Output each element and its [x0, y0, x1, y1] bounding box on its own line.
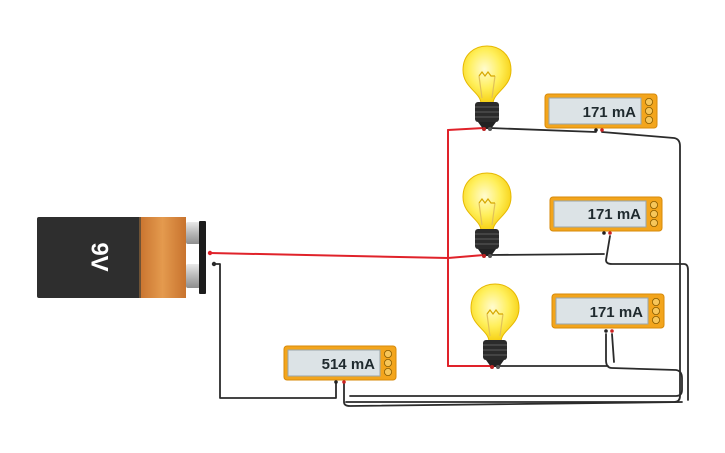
multimeter-1[interactable]: 171 mA	[544, 93, 658, 132]
light-bulb-icon	[462, 172, 512, 259]
multimeter-2[interactable]: 171 mA	[549, 196, 663, 235]
battery-terminal-bottom	[186, 264, 200, 288]
battery-band	[139, 217, 186, 298]
wire-battery-negative	[213, 263, 337, 399]
bulb-1[interactable]	[462, 45, 512, 132]
multimeter-total[interactable]: 514 mA	[283, 345, 397, 384]
negative-wires	[213, 127, 689, 407]
positive-wires	[209, 127, 493, 367]
meter-screen	[553, 200, 647, 228]
meter-screen	[555, 297, 649, 325]
meter-screen	[287, 349, 381, 377]
wire-red-to-bulb-2	[447, 254, 485, 259]
wire-total-meter-bus	[343, 381, 683, 407]
bulb-2[interactable]	[462, 172, 512, 259]
meter-reading: 171 mA	[590, 304, 644, 321]
meter-screen	[548, 97, 642, 125]
bulb-3[interactable]	[470, 283, 520, 370]
wire-bulb-1-to-meter-1	[489, 127, 597, 133]
meter-reading: 514 mA	[322, 356, 376, 373]
wire-meter-3-loop	[611, 333, 615, 363]
wire-red-to-bulb-1	[447, 127, 485, 131]
wires	[209, 127, 689, 407]
battery-label: 9V	[86, 242, 113, 271]
wire-meter-3-return	[349, 333, 683, 397]
light-bulb-icon	[470, 283, 520, 370]
wire-battery-positive	[209, 252, 449, 259]
light-bulb-icon	[462, 45, 512, 132]
battery-9v[interactable]: 9V	[37, 217, 217, 298]
meter-reading: 171 mA	[588, 206, 642, 223]
wire-meter-2-return	[605, 235, 689, 401]
battery-terminal-top	[186, 222, 200, 244]
battery-cap	[199, 221, 206, 294]
wire-bulb-2-to-meter-2	[489, 253, 605, 256]
meter-reading: 171 mA	[583, 104, 637, 121]
multimeter-3[interactable]: 171 mA	[551, 293, 665, 333]
battery-body	[37, 217, 147, 298]
